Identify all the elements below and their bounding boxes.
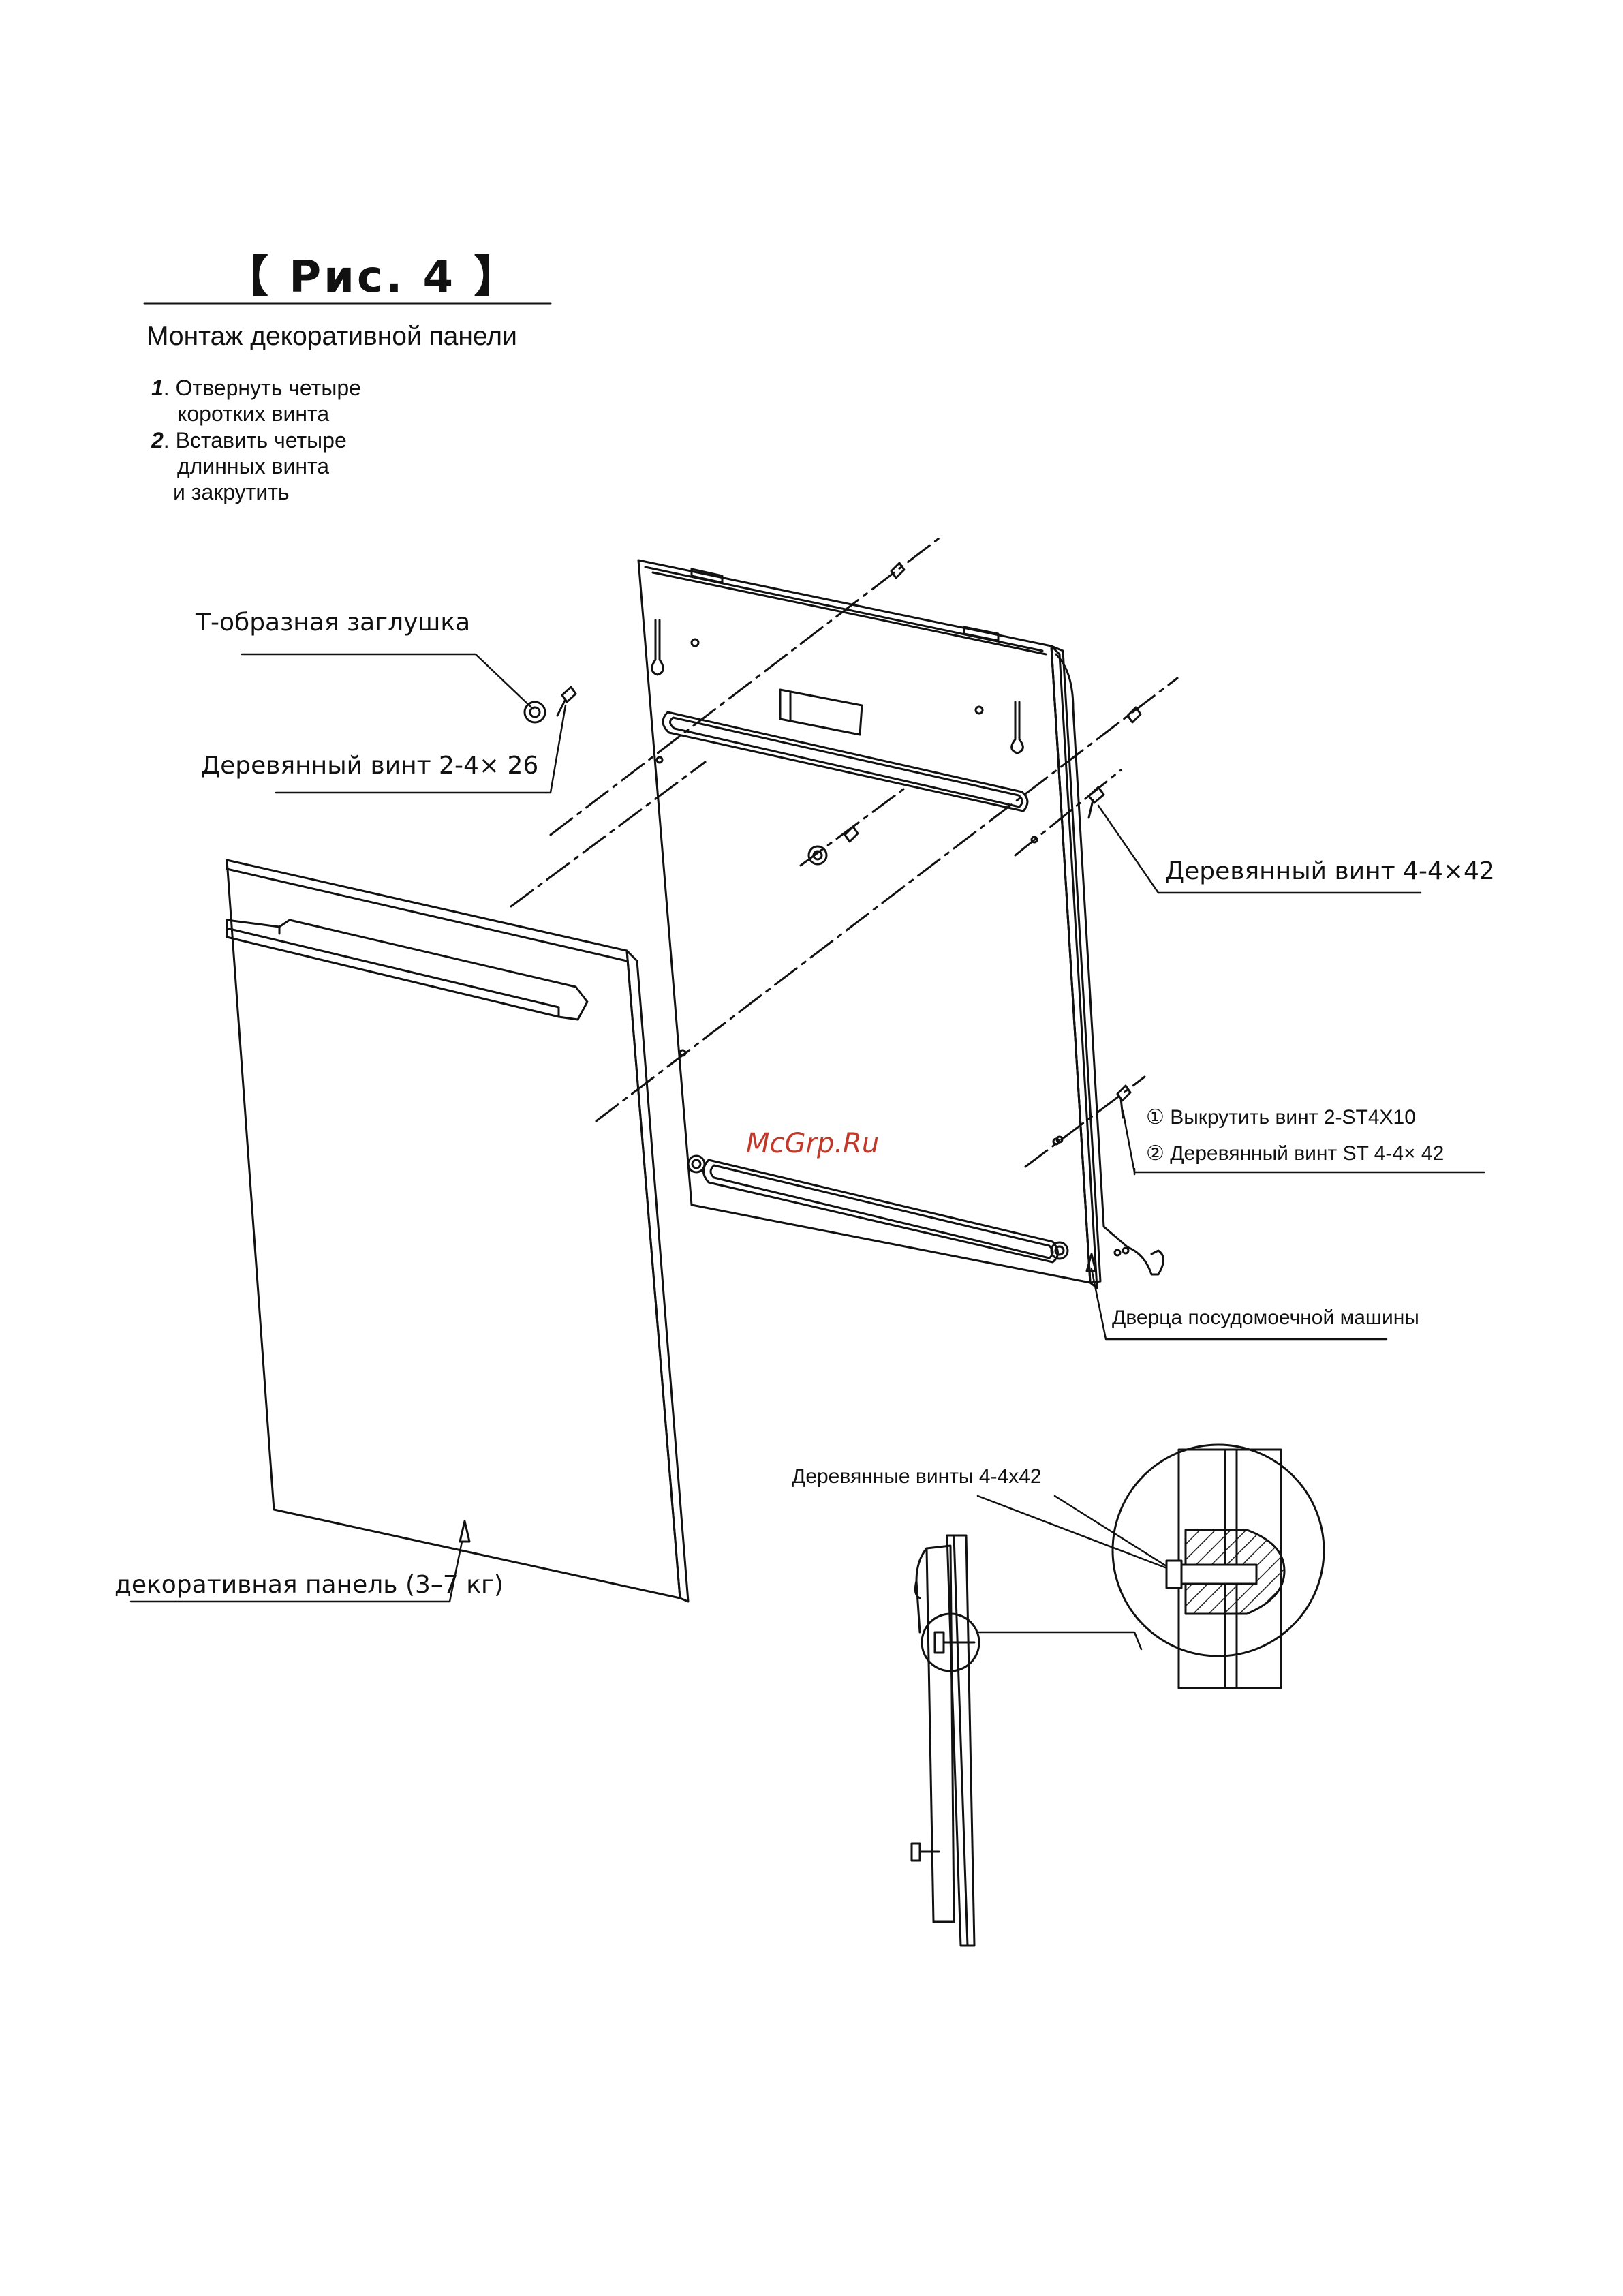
page-subtitle: Монтаж декоративной панели (146, 322, 517, 351)
figure-title: 【 Рис. 4 】 (225, 252, 521, 303)
step-number: 2 (151, 428, 164, 453)
step-text: Отвернуть четыре (175, 376, 361, 400)
label-decor-panel: декоративная панель (3–7 кг) (114, 1571, 504, 1599)
step-text: коротких винта (177, 401, 330, 426)
label-detail-screws: Деревянные винты 4-4x42 (792, 1465, 1042, 1488)
step-text: длинных винта (177, 454, 330, 478)
watermark: McGrp.Ru (746, 1128, 880, 1159)
label-wood-screw-long: Деревянный винт 4-4×42 (1165, 857, 1495, 885)
label-wood-screw-st: ② Деревянный винт ST 4-4× 42 (1146, 1142, 1444, 1165)
magnified-detail (1111, 1443, 1325, 1689)
label-t-plug: Т-образная заглушка (196, 609, 471, 637)
step-text: Вставить четыре (175, 428, 347, 453)
label-wood-screw-short: Деревянный винт 2-4× 26 (201, 752, 539, 780)
decorative-panel (226, 859, 690, 1603)
label-unscrew: ① Выкрутить винт 2-ST4X10 (1146, 1106, 1416, 1129)
dishwasher-door (637, 559, 1164, 1289)
screws (523, 562, 1142, 1146)
leader-lines (129, 653, 1485, 1651)
label-dishwasher-door: Дверца посудомоечной машины (1112, 1306, 1419, 1329)
step-number: 1 (151, 376, 164, 400)
step-1: 1. Отвернуть четыре коротких винта (151, 376, 361, 426)
step-2: 2. Вставить четыре длинных винта и закру… (151, 428, 347, 504)
detail-side-view (910, 1534, 980, 1947)
step-text: и закрутить (173, 480, 290, 504)
